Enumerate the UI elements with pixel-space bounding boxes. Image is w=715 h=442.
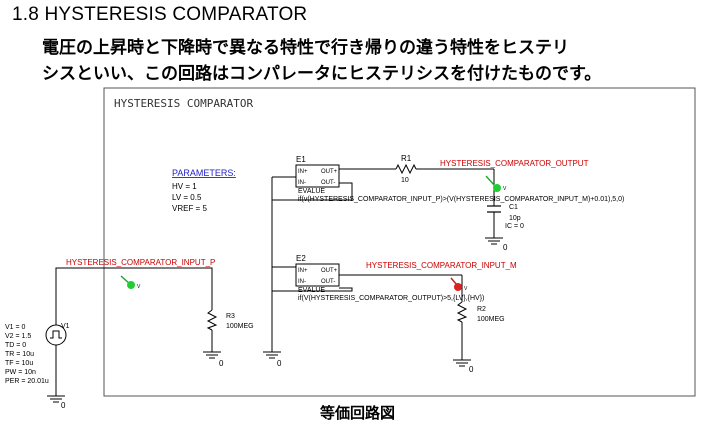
page-heading: 1.8 HYSTERESIS COMPARATOR xyxy=(12,4,308,25)
v1-param: TR = 10u xyxy=(5,351,34,358)
description-line-1: 電圧の上昇時と下降時で異なる特性で行き帰りの違う特性をヒステリ xyxy=(42,38,569,58)
v1-param: V1 = 0 xyxy=(5,324,26,331)
probe-label: V xyxy=(464,286,468,292)
wires xyxy=(55,168,495,396)
net-label-input-p: HYSTERESIS_COMPARATOR_INPUT_P xyxy=(66,258,215,267)
parameters-header: PARAMETERS: xyxy=(172,168,236,178)
net-label-input-m: HYSTERESIS_COMPARATOR_INPUT_M xyxy=(366,261,517,270)
c1-ic: IC = 0 xyxy=(505,223,524,230)
ground-label: 0 xyxy=(277,359,282,368)
parameters-block: PARAMETERS: HV = 1 LV = 0.5 VREF = 5 xyxy=(172,168,236,213)
e1-source: E1 IN+ IN- OUT+ OUT- EVALUE if(v(HYSTERE… xyxy=(295,155,624,203)
schematic-title: HYSTERESIS COMPARATOR xyxy=(114,97,253,110)
r3-value: 100MEG xyxy=(226,323,254,330)
figure-caption: 等価回路図 xyxy=(319,404,395,422)
e2-out-plus: OUT+ xyxy=(321,268,338,274)
pulse-source-v1: V1 V1 = 0 V2 = 1.5 TD = 0 TR = 10u TF = … xyxy=(5,323,70,385)
capacitor-c1: C1 10p IC = 0 xyxy=(487,204,524,230)
e1-out-minus: OUT- xyxy=(321,180,335,186)
probe-label: V xyxy=(503,186,507,192)
resistor-r3: R3 100MEG xyxy=(206,309,254,331)
voltage-probe-input-p: V xyxy=(120,275,141,290)
e2-out-minus: OUT- xyxy=(321,279,335,285)
voltage-probe-input-m: V xyxy=(450,277,468,292)
r1-value: 10 xyxy=(401,177,409,184)
ground-symbol: 0 xyxy=(262,351,282,368)
description-line-2: シスといい、この回路はコンパレータにヒステリシスを付けたものです。 xyxy=(42,64,602,84)
param-lv: LV = 0.5 xyxy=(172,193,202,202)
v1-param: TF = 10u xyxy=(5,360,33,367)
e1-expression: if(v(HYSTERESIS_COMPARATOR_INPUT_P)>(V(H… xyxy=(298,196,624,203)
e1-type: EVALUE xyxy=(298,188,325,195)
ground-symbol: 0 xyxy=(484,237,508,252)
r2-name: R2 xyxy=(477,306,486,313)
net-label-output: HYSTERESIS_COMPARATOR_OUTPUT xyxy=(440,159,589,168)
e1-in-minus: IN- xyxy=(298,180,306,186)
e2-type: EVALUE xyxy=(298,287,325,294)
v1-param: V2 = 1.5 xyxy=(5,333,31,340)
r3-name: R3 xyxy=(226,313,235,320)
ground-symbol: 0 xyxy=(46,395,66,410)
ground-symbol: 0 xyxy=(202,351,224,368)
e1-out-plus: OUT+ xyxy=(321,169,338,175)
c1-name: C1 xyxy=(509,204,518,211)
param-hv: HV = 1 xyxy=(172,182,197,191)
r2-value: 100MEG xyxy=(477,316,505,323)
e1-name: E1 xyxy=(296,155,306,164)
ground-label: 0 xyxy=(469,365,474,374)
probe-label: V xyxy=(137,284,141,290)
r1-name: R1 xyxy=(401,154,412,163)
e1-in-plus: IN+ xyxy=(298,169,308,175)
voltage-probe-output: V xyxy=(485,175,507,192)
param-vref: VREF = 5 xyxy=(172,204,207,213)
e2-name: E2 xyxy=(296,254,306,263)
v1-name: V1 xyxy=(61,323,70,330)
ground-symbol: 0 xyxy=(452,359,474,374)
e2-source: E2 IN+ IN- OUT+ OUT- EVALUE if(V(HYSTERE… xyxy=(295,254,484,302)
ground-label: 0 xyxy=(61,401,66,410)
e2-in-plus: IN+ xyxy=(298,268,308,274)
v1-param: PW = 10n xyxy=(5,369,36,376)
resistor-r2: R2 100MEG xyxy=(456,301,505,323)
v1-param: TD = 0 xyxy=(5,342,26,349)
schematic-frame xyxy=(103,87,696,397)
ground-label: 0 xyxy=(503,243,508,252)
e2-expression: if(V(HYSTERESIS_COMPARATOR_OUTPUT)>5,{LV… xyxy=(298,295,484,302)
c1-value: 10p xyxy=(509,215,521,222)
v1-param: PER = 20.01u xyxy=(5,378,49,385)
resistor-r1: R1 10 xyxy=(395,154,417,184)
ground-label: 0 xyxy=(219,359,224,368)
e2-in-minus: IN- xyxy=(298,279,306,285)
